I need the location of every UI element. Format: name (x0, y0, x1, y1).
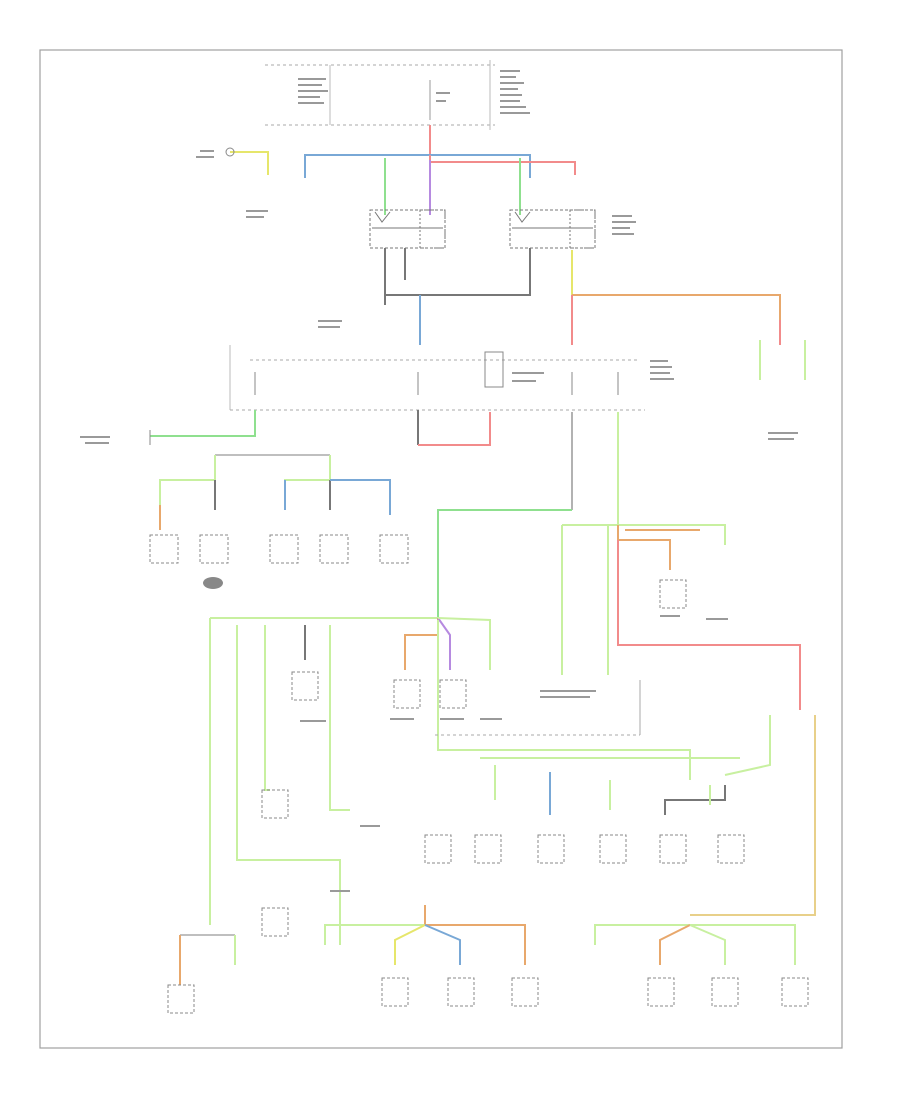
top-bus-wires (304, 154, 576, 215)
diagram-frame (39, 49, 843, 1049)
right-feed-wire (690, 715, 816, 916)
fuse-block-top (265, 60, 530, 130)
middle-fuse-wires (149, 410, 619, 625)
left-sensor-cluster (159, 455, 391, 530)
relay-3 (509, 209, 596, 249)
relay-1 (369, 209, 446, 249)
central-green-bus (209, 617, 771, 945)
ground-left (324, 905, 526, 965)
sensor-row-2 (261, 671, 467, 937)
relay-4 (569, 209, 596, 249)
relay-output-wires (384, 248, 806, 380)
fuse-block-middle (229, 345, 645, 411)
relay-2 (419, 209, 446, 249)
ground-right (594, 924, 796, 965)
sensor-row-right (659, 579, 687, 609)
bottom-left-cluster (179, 934, 236, 985)
sensor-row-1 (149, 534, 409, 564)
label-placeholders (80, 150, 798, 892)
relay-group (369, 209, 596, 249)
injector-row-lower (381, 977, 809, 1007)
sensor-row-bottom-left (167, 984, 195, 1014)
injector-row-upper (424, 834, 745, 864)
sensor-icon (203, 577, 223, 589)
right-upper-cluster (561, 524, 801, 710)
